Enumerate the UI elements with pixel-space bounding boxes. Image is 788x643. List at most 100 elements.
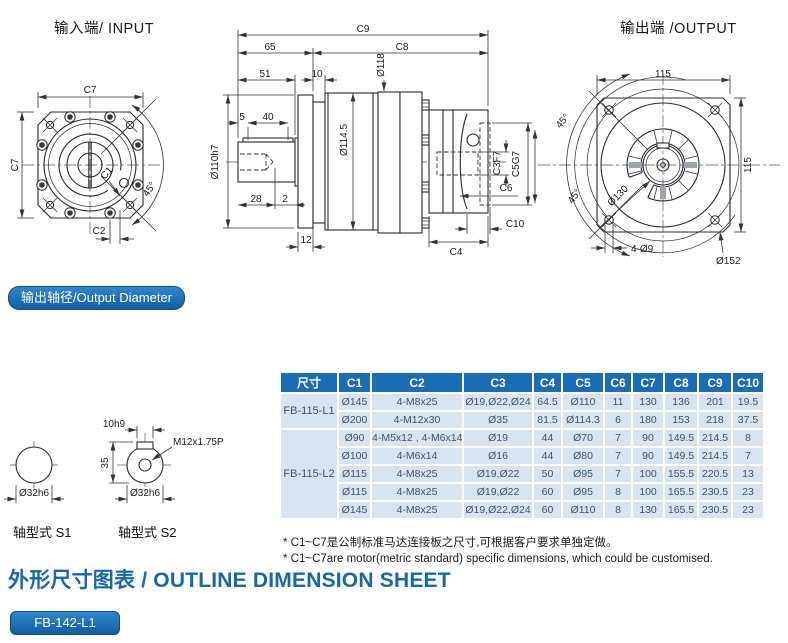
shaft-s2-label: 轴型式 S2 — [118, 525, 177, 540]
dowel-hole — [118, 177, 130, 189]
column-header: C1 — [339, 373, 370, 392]
dim-cell: 149.5 — [665, 430, 697, 446]
input-view-drawing: C7 C7 C2 45° C1 — [10, 85, 164, 244]
dim-angle-lower: 45° — [566, 187, 584, 206]
input-flange-outline — [22, 96, 160, 236]
dim-cell: 4-M8x25 — [372, 484, 462, 500]
shaft-s1-label: 轴型式 S1 — [13, 525, 72, 540]
dim-cell: Ø110 — [563, 502, 603, 518]
dim-cell: Ø100 — [339, 448, 370, 464]
dim-cell: 64.5 — [534, 394, 561, 410]
dim-cell: Ø145 — [339, 502, 370, 518]
dim-cell: 8 — [605, 484, 631, 500]
dim-cell: 8 — [733, 430, 763, 446]
dim-c3f7: C3F7 — [492, 150, 503, 175]
dim-cell: 90 — [633, 448, 663, 464]
dim-c7-top: C7 — [84, 85, 97, 96]
dim-cell: 4-M8x25 — [372, 394, 462, 410]
dim-cell: Ø114.3 — [563, 412, 603, 428]
column-header: C4 — [534, 373, 561, 392]
dim-cell: 100 — [633, 484, 663, 500]
dim-cell: Ø70 — [563, 430, 603, 446]
dim-c6: C6 — [500, 183, 513, 194]
shaft-s2: 10h9 35 M12x1.75P Ø32h6 轴型式 S2 — [100, 419, 224, 540]
dim-dia130: Ø130 — [606, 183, 631, 208]
dim-cell: 220.5 — [699, 466, 731, 482]
dim-cell: 4-M8x25 — [372, 502, 462, 518]
s2-tapped-hole — [138, 458, 152, 472]
dim-cell: 214.5 — [699, 430, 731, 446]
dim-angle-upper: 45° — [554, 112, 572, 131]
column-header: C9 — [699, 373, 731, 392]
dim-115-height: 115 — [743, 157, 754, 173]
column-header: C7 — [633, 373, 663, 392]
dim-cell: 60 — [534, 502, 561, 518]
input-shaft-key — [242, 137, 294, 143]
output-diameter-badge: 输出轴径/Output Diameter — [8, 286, 185, 310]
output-adapter — [428, 109, 489, 214]
shaft-s1: Ø32h6 轴型式 S1 — [4, 441, 72, 540]
column-header: C2 — [372, 373, 462, 392]
dim-cell: Ø115 — [339, 484, 370, 500]
input-view-title: 输入端/ INPUT — [54, 21, 155, 37]
dim-10: 10 — [311, 69, 323, 80]
dim-cell: 214.5 — [699, 448, 731, 464]
dim-s2-dia: Ø32h6 — [130, 488, 160, 499]
dim-4xd9: 4-Ø9 — [631, 244, 654, 255]
dim-cell: Ø19,Ø22,Ø24 — [464, 502, 532, 518]
carrier-segments — [626, 128, 700, 202]
dim-cell: 100 — [633, 466, 663, 482]
footnote-line: * C1~C7are motor(metric standard) specif… — [283, 553, 713, 565]
output-view-title: 输出端 /OUTPUT — [620, 21, 737, 37]
dim-cell: 19.5 — [733, 394, 763, 410]
input-dimensions: C7 C7 C2 45° C1 — [10, 85, 164, 244]
dim-cell: 165.5 — [665, 502, 697, 518]
column-header: C8 — [665, 373, 697, 392]
dim-cell: 7 — [605, 448, 631, 464]
model-cell: FB-115-L2 — [281, 430, 337, 518]
dim-s1-dia: Ø32h6 — [19, 488, 49, 499]
dim-2: 2 — [282, 194, 288, 205]
dim-cell: Ø145 — [339, 394, 370, 410]
dim-cell: 4-M5x12 , 4-M6x14 — [372, 430, 463, 446]
side-view-drawing: C9 65 C8 51 10 Ø118 5 40 Ø114.5 Ø110h7 2… — [210, 24, 532, 258]
dim-cell: 153 — [665, 412, 697, 428]
s2-keyway — [136, 441, 154, 450]
dim-cell: 8 — [605, 502, 631, 518]
dim-dia114-5: Ø114.5 — [339, 124, 350, 156]
dim-cell: Ø19 — [464, 430, 532, 446]
column-header: C3 — [464, 373, 532, 392]
dim-cell: Ø19,Ø22 — [464, 466, 532, 482]
clamp-tabs — [421, 99, 430, 229]
dim-dia110h7: Ø110h7 — [210, 144, 221, 179]
dim-cell: 7 — [605, 430, 631, 446]
dim-c2: C2 — [93, 226, 106, 237]
output-dimensions: 115 115 45° 45° 4-Ø9 Ø152 Ø130 — [532, 69, 754, 267]
dim-65: 65 — [264, 42, 276, 53]
dim-thread: M12x1.75P — [173, 437, 224, 448]
dim-dia118: Ø118 — [376, 53, 387, 77]
dim-40: 40 — [262, 112, 274, 123]
output-keyway — [656, 142, 670, 149]
dim-c8: C8 — [396, 42, 409, 53]
mounting-flange — [297, 94, 314, 229]
dim-51: 51 — [259, 69, 271, 80]
column-header: C10 — [733, 373, 763, 392]
dim-cell: Ø16 — [464, 448, 532, 464]
column-header: 尺寸 — [281, 373, 337, 392]
dim-cell: Ø95 — [563, 466, 603, 482]
footnote-line: * C1~C7是公制标准马达连接板之尺寸,可根据客户要求单独定做。 — [283, 537, 618, 549]
dim-cell: 201 — [699, 394, 731, 410]
dim-cell: 230.5 — [699, 502, 731, 518]
dim-cell: Ø80 — [563, 448, 603, 464]
dim-cell: 11 — [605, 394, 631, 410]
dim-5: 5 — [239, 112, 245, 123]
dim-cell: 6 — [605, 412, 631, 428]
dim-cell: 60 — [534, 484, 561, 500]
